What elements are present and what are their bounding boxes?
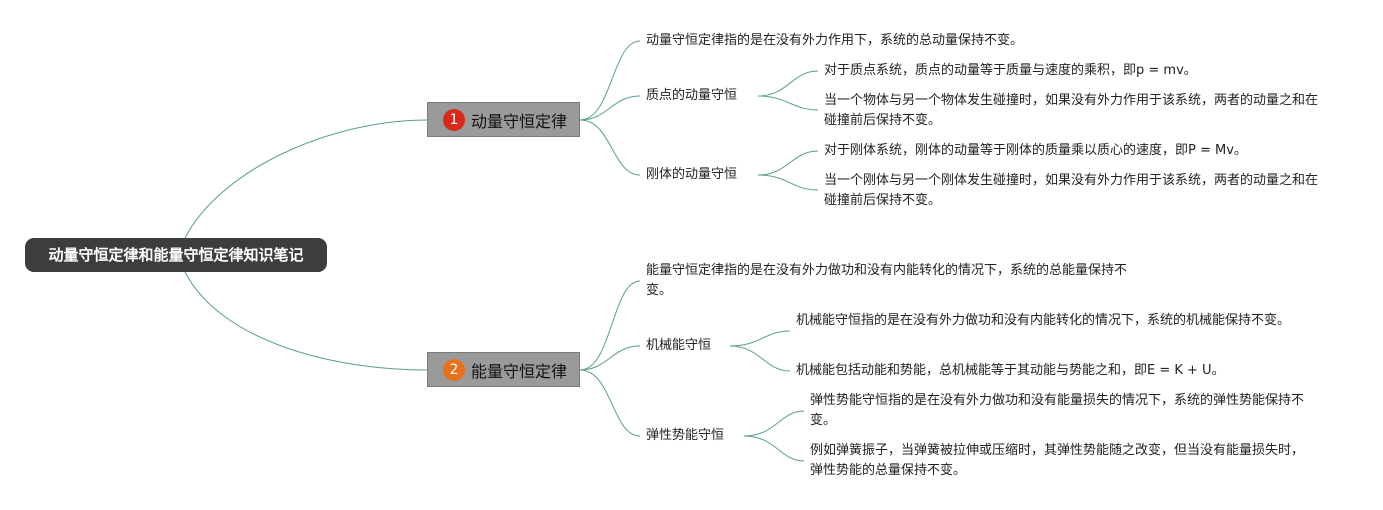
link-topic-1-2-point-2 bbox=[757, 174, 819, 191]
link-root-branch-2 bbox=[184, 271, 428, 371]
point-rigid-body-momentum-1[interactable]: 对于刚体系统，刚体的动量等于刚体的质量乘以质心的速度，即P = Mv。 bbox=[824, 143, 1247, 158]
link-branch-1-definition bbox=[579, 40, 641, 121]
link-topic-1-1-point-2 bbox=[757, 95, 819, 111]
topic-mechanical-energy[interactable]: 机械能守恒 bbox=[646, 338, 712, 353]
link-root-branch-1 bbox=[184, 119, 428, 239]
branch-node-energy[interactable]: 2 能量守恒定律 bbox=[427, 352, 580, 387]
link-topic-1-1-point-1 bbox=[757, 70, 819, 97]
point-rigid-body-momentum-2[interactable]: 当一个刚体与另一个刚体发生碰撞时，如果没有外力作用于该系统，两者的动量之和在碰撞… bbox=[824, 173, 1319, 208]
number-badge-2: 2 bbox=[443, 358, 465, 381]
branch-node-momentum[interactable]: 1 动量守恒定律 bbox=[427, 102, 580, 137]
link-topic-2-2-point-2 bbox=[743, 435, 805, 462]
link-branch-2-topic-1 bbox=[579, 345, 641, 371]
point-mechanical-energy-1[interactable]: 机械能守恒指的是在没有外力做功和没有内能转化的情况下，系统的机械能保持不变。 bbox=[796, 313, 1291, 328]
branch-label: 能量守恒定律 bbox=[471, 361, 568, 381]
link-branch-2-topic-2 bbox=[579, 369, 641, 437]
link-topic-2-2-point-1 bbox=[743, 410, 805, 437]
number-badge-1: 1 bbox=[443, 108, 465, 131]
topic-rigid-body-momentum[interactable]: 刚体的动量守恒 bbox=[646, 167, 738, 182]
definition-energy[interactable]: 能量守恒定律指的是在没有外力做功和没有内能转化的情况下，系统的总能量保持不变。 bbox=[646, 263, 1128, 298]
link-topic-2-1-point-2 bbox=[729, 345, 791, 372]
root-node[interactable]: 动量守恒定律和能量守恒定律知识笔记 bbox=[25, 238, 327, 272]
link-branch-2-definition bbox=[579, 280, 641, 371]
branch-label: 动量守恒定律 bbox=[471, 111, 568, 131]
link-topic-2-1-point-1 bbox=[729, 330, 791, 347]
link-topic-1-2-point-1 bbox=[757, 150, 819, 176]
point-particle-momentum-1[interactable]: 对于质点系统，质点的动量等于质量与速度的乘积，即p = mv。 bbox=[824, 63, 1197, 78]
topic-particle-momentum[interactable]: 质点的动量守恒 bbox=[646, 88, 738, 103]
link-branch-1-topic-2 bbox=[579, 119, 641, 176]
link-branch-1-topic-1 bbox=[579, 95, 641, 121]
point-elastic-energy-1[interactable]: 弹性势能守恒指的是在没有外力做功和没有能量损失的情况下，系统的弹性势能保持不变。 bbox=[810, 393, 1305, 428]
topic-elastic-potential-energy[interactable]: 弹性势能守恒 bbox=[646, 428, 725, 443]
definition-momentum[interactable]: 动量守恒定律指的是在没有外力作用下，系统的总动量保持不变。 bbox=[646, 33, 1024, 48]
point-particle-momentum-2[interactable]: 当一个物体与另一个物体发生碰撞时，如果没有外力作用于该系统，两者的动量之和在碰撞… bbox=[824, 93, 1319, 128]
point-mechanical-energy-2[interactable]: 机械能包括动能和势能，总机械能等于其动能与势能之和，即E = K + U。 bbox=[796, 363, 1225, 378]
point-elastic-energy-2[interactable]: 例如弹簧振子，当弹簧被拉伸或压缩时，其弹性势能随之改变，但当没有能量损失时，弹性… bbox=[810, 443, 1305, 478]
